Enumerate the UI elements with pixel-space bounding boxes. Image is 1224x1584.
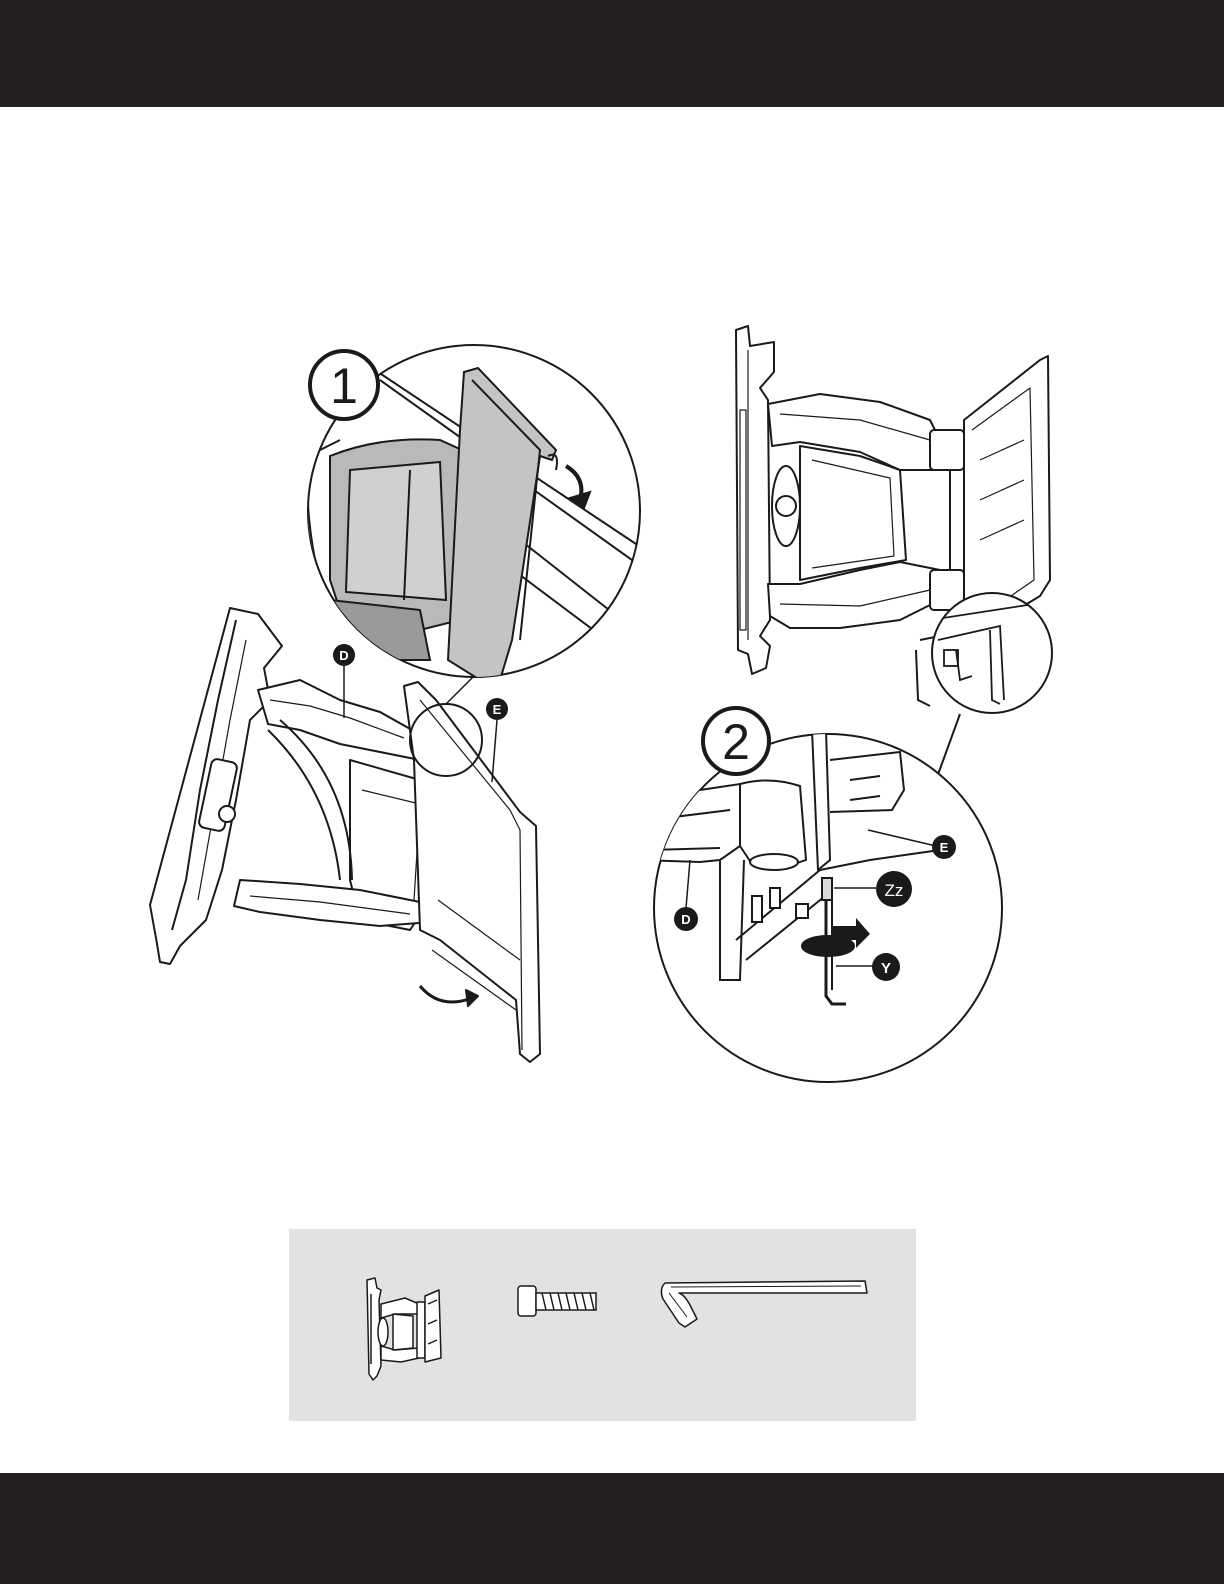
detail-circle-2-source: [930, 580, 1060, 780]
callout-d-left: D: [333, 644, 355, 666]
assembly-illustration: D E 1: [0, 0, 1224, 1200]
footer-band: [0, 1473, 1224, 1584]
callout-zz: Zz: [876, 871, 912, 907]
callout-d-left-label: D: [339, 648, 348, 663]
detail-circle-2: [640, 730, 1002, 1082]
step-1-number: 1: [330, 358, 358, 414]
parts-needed-panel: [289, 1229, 916, 1421]
callout-e-left-label: E: [493, 702, 502, 717]
step-2-number: 2: [722, 714, 750, 770]
callout-e-right: E: [932, 835, 956, 859]
callout-zz-label: Zz: [885, 881, 904, 900]
callout-e-right-label: E: [940, 840, 949, 855]
callout-y-label: Y: [881, 960, 891, 977]
wall-mount-bracket-icon: [365, 1274, 445, 1384]
step-2-badge: 2: [703, 708, 769, 774]
callout-e-left: E: [486, 698, 508, 720]
hex-key-icon: [655, 1277, 869, 1331]
callout-y: Y: [872, 953, 900, 981]
step-1-badge: 1: [310, 351, 378, 419]
callout-d-right-label: D: [681, 912, 690, 927]
bolt-icon: [516, 1284, 600, 1320]
callout-d-right: D: [674, 907, 698, 931]
